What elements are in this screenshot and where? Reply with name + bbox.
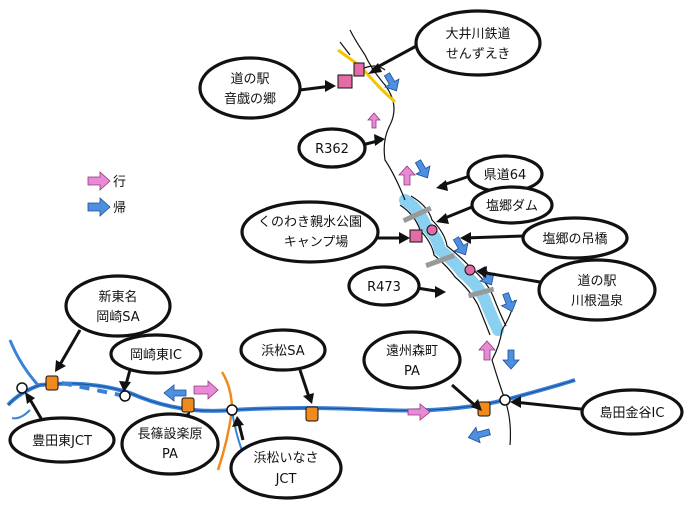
svg-text:せんずえき: せんずえき: [446, 47, 511, 62]
legend-return-label: 帰: [113, 200, 126, 216]
leader-oigawa: [371, 42, 421, 72]
return-arrow: [414, 159, 431, 179]
callout-shin-tomei-okazaki-sa: 新東名 岡崎SA: [64, 274, 172, 338]
return-arrow: [467, 426, 491, 444]
bridge-2: [425, 252, 456, 268]
svg-text:塩郷ダム: 塩郷ダム: [486, 199, 538, 214]
svg-text:道の駅: 道の駅: [230, 72, 269, 87]
legend-return-arrow: [87, 197, 111, 217]
leader-bridge: [463, 234, 525, 240]
mountain-road: [349, 29, 406, 201]
svg-text:音戯の郷: 音戯の郷: [224, 91, 276, 107]
leader-kawane: [479, 270, 541, 284]
outbound-arrow: [367, 112, 381, 129]
shiogo-dam-marker: [426, 224, 438, 236]
callout-kendo64: 県道64: [466, 154, 544, 194]
okazaki-sa-marker: [45, 375, 59, 391]
callout-shiogo-bridge: 塩郷の吊橋: [521, 216, 629, 260]
rail-line-top: [339, 41, 351, 56]
svg-text:豊田東JCT: 豊田東JCT: [32, 433, 92, 449]
svg-text:PA: PA: [162, 447, 178, 462]
hamamatsu-sa-marker: [305, 406, 319, 422]
svg-text:キャンプ場: キャンプ場: [284, 235, 349, 250]
svg-text:JCT: JCT: [275, 472, 297, 487]
senzu-station-marker: [353, 62, 365, 77]
toyota-branch-lower: [11, 409, 31, 420]
svg-text:PA: PA: [404, 364, 420, 379]
svg-text:長篠設楽原: 長篠設楽原: [137, 426, 202, 442]
legend-outbound-arrow: [87, 171, 111, 191]
svg-text:県道64: 県道64: [484, 168, 527, 183]
toyota-jct-node: [16, 382, 28, 394]
callout-hamamatsu-sa: 浜松SA: [239, 328, 327, 372]
callout-michinoeki-otoi: 道の駅 音戯の郷: [198, 56, 302, 120]
toyota-branch: [8, 339, 40, 387]
svg-text:浜松いなさ: 浜松いなさ: [253, 451, 318, 466]
callout-toyota-higashi-jct: 豊田東JCT: [8, 416, 116, 464]
svg-text:島田金谷IC: 島田金谷IC: [600, 405, 665, 421]
legend: 行 帰: [87, 171, 126, 217]
callouts: 大井川鉄道 せんずえき 道の駅 音戯の郷 R362 県道64 塩郷ダム 塩郷の吊…: [8, 9, 684, 500]
leader-shin-tomei: [56, 329, 82, 369]
legend-outbound-label: 行: [113, 175, 126, 190]
callout-okazaki-higashi-ic: 岡崎東IC: [109, 333, 203, 375]
svg-text:R362: R362: [315, 142, 349, 157]
kawane-onsen-marker: [464, 264, 476, 276]
callout-kunowaki: くのわき親水公園 キャンプ場: [240, 200, 380, 264]
svg-text:浜松SA: 浜松SA: [261, 344, 304, 359]
markers: [16, 62, 511, 422]
svg-text:道の駅: 道の駅: [577, 274, 616, 289]
callout-r473: R473: [347, 265, 421, 307]
return-arrow: [163, 384, 187, 402]
svg-text:川根温泉: 川根温泉: [571, 293, 623, 309]
oi-river-edge-right: [410, 195, 507, 327]
return-arrow: [452, 236, 469, 256]
shimada-ic-node: [499, 394, 511, 406]
return-arrow: [500, 292, 518, 313]
road-shimada: [504, 399, 512, 446]
svg-text:R473: R473: [367, 280, 401, 295]
oi-river-edge-left: [399, 204, 491, 336]
return-arrow: [383, 72, 400, 92]
svg-text:塩郷の吊橋: 塩郷の吊橋: [542, 232, 607, 247]
outbound-arrow: [398, 165, 416, 186]
leader-lines: [25, 42, 591, 441]
okazaki-ic-node: [119, 390, 131, 402]
outbound-arrow: [407, 403, 431, 421]
otoi-station-marker: [337, 74, 353, 89]
r473-road: [491, 299, 516, 401]
callout-enshu-morimachi-pa: 遠州森町 PA: [362, 330, 462, 390]
callout-hamamatsu-inasa-jct: 浜松いなさ JCT: [229, 436, 343, 500]
kunowaki-marker: [409, 229, 423, 243]
nagashino-pa-marker: [181, 397, 195, 413]
svg-text:新東名: 新東名: [98, 289, 137, 305]
return-arrow: [502, 349, 520, 370]
rail-line: [337, 48, 397, 104]
callout-michinoeki-kawane: 道の駅 川根温泉: [537, 258, 657, 322]
inasa-jct-node: [226, 404, 238, 416]
bridge-1: [402, 205, 432, 224]
callout-shiogo-dam: 塩郷ダム: [470, 185, 554, 225]
outbound-arrow: [193, 380, 219, 400]
svg-text:くのわき親水公園: くのわき親水公園: [258, 215, 362, 230]
bridge-3: [467, 286, 495, 299]
inasa-branch: [216, 371, 234, 471]
leader-shimada: [513, 400, 591, 412]
oi-river: [399, 194, 504, 336]
callout-shimada-kanaya-ic: 島田金谷IC: [580, 388, 684, 436]
svg-text:大井川鉄道: 大井川鉄道: [445, 27, 510, 42]
outbound-arrow: [478, 340, 496, 361]
callout-oigawa: 大井川鉄道 せんずえき: [414, 9, 542, 77]
svg-text:遠州森町: 遠州森町: [386, 344, 438, 359]
callout-r362: R362: [297, 127, 367, 169]
svg-text:岡崎SA: 岡崎SA: [96, 310, 139, 325]
direction-arrows: [163, 72, 520, 444]
callout-nagashino-pa: 長篠設楽原 PA: [120, 412, 220, 476]
svg-text:岡崎東IC: 岡崎東IC: [130, 347, 182, 363]
